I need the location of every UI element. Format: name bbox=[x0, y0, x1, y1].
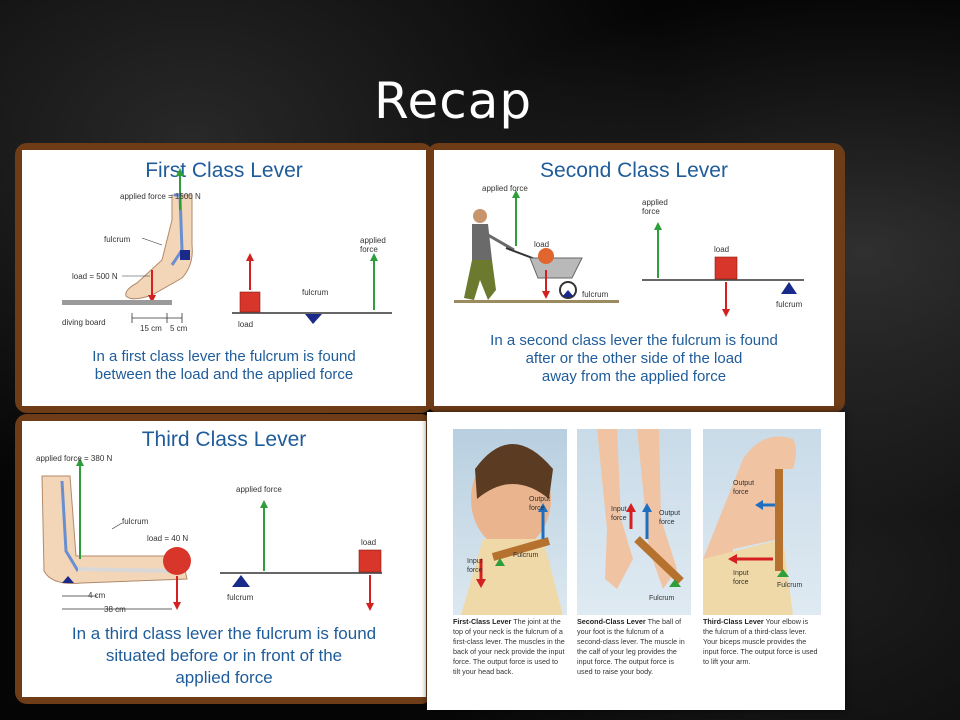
label-dist-4: 4 cm bbox=[88, 591, 106, 600]
caption-second-class-body: Second-Class Lever The ball of your foot… bbox=[577, 617, 689, 677]
p3-output-label: Output force bbox=[733, 480, 755, 496]
photo-foot-lever: Input force Output force Fulcrum bbox=[577, 429, 691, 615]
p2-fulcrum-label: Fulcrum bbox=[649, 595, 675, 602]
third-class-diagram bbox=[41, 458, 382, 611]
p3-fulcrum-label: Fulcrum bbox=[777, 582, 803, 589]
foot-lever-illustration bbox=[597, 429, 684, 589]
label-load-right: load bbox=[714, 245, 730, 254]
label-load-right: load bbox=[238, 320, 254, 329]
label-fulcrum-right: fulcrum bbox=[227, 593, 254, 602]
neck-lever-illustration bbox=[461, 444, 563, 615]
first-class-diagram bbox=[62, 168, 392, 324]
first-class-title: First Class Lever bbox=[145, 159, 303, 182]
label-applied-force-right: applied force bbox=[360, 236, 386, 254]
first-class-panel: First Class Lever applied bbox=[15, 143, 433, 413]
label-diving-board: diving board bbox=[62, 318, 106, 327]
arm-lever-illustration bbox=[703, 436, 796, 615]
p3-input-label: Input force bbox=[733, 570, 749, 586]
label-applied-force-right: applied force bbox=[236, 485, 282, 494]
label-applied-force-left: applied force bbox=[482, 184, 528, 193]
caption-body: Your elbow is the fulcrum of a third-cla… bbox=[703, 617, 818, 666]
second-class-caption-3: away from the applied force bbox=[541, 368, 727, 385]
caption-first-class-body: First-Class Lever The joint at the top o… bbox=[453, 617, 565, 677]
label-applied-force-right: applied force bbox=[642, 198, 668, 216]
third-class-caption-1: In a third class lever the fulcrum is fo… bbox=[71, 624, 377, 643]
second-class-caption-2: after or the other side of the load bbox=[525, 350, 743, 367]
caption-head: Second-Class Lever bbox=[577, 617, 646, 626]
caption-head: First-Class Lever bbox=[453, 617, 512, 626]
third-class-caption-3: applied force bbox=[175, 668, 273, 687]
photo-neck-lever: Output force Input force Fulcrum bbox=[453, 429, 567, 615]
caption-body: The ball of your foot is the fulcrum of … bbox=[577, 617, 685, 676]
first-class-caption-2: between the load and the applied force bbox=[94, 366, 354, 383]
second-class-diagram bbox=[454, 190, 804, 317]
slide-title: Recap bbox=[374, 72, 533, 130]
label-load-left: load = 500 N bbox=[72, 272, 118, 281]
third-class-title: Third Class Lever bbox=[141, 428, 307, 451]
label-fulcrum-left: fulcrum bbox=[122, 517, 149, 526]
label-dist-38: 38 cm bbox=[104, 605, 126, 614]
second-class-caption-1: In a second class lever the fulcrum is f… bbox=[490, 332, 778, 349]
p1-output-label: Output force bbox=[529, 496, 551, 512]
caption-body: The joint at the top of your neck is the… bbox=[453, 617, 565, 676]
p1-input-label: Input force bbox=[467, 558, 483, 574]
caption-head: Third-Class Lever bbox=[703, 617, 764, 626]
label-fulcrum-right: fulcrum bbox=[302, 288, 329, 297]
third-class-caption-2: situated before or in front of the bbox=[105, 646, 343, 665]
label-applied-force-top: applied force = 1500 N bbox=[120, 192, 201, 201]
label-fulcrum-right: fulcrum bbox=[776, 300, 803, 309]
photo-arm-lever: Output force Input force Fulcrum bbox=[703, 429, 821, 615]
p1-fulcrum-label: Fulcrum bbox=[513, 552, 539, 559]
caption-third-class-body: Third-Class Lever Your elbow is the fulc… bbox=[703, 617, 819, 667]
label-load-left: load = 40 N bbox=[147, 534, 189, 543]
label-dist-5: 5 cm bbox=[170, 324, 188, 333]
label-dist-15: 15 cm bbox=[140, 324, 162, 333]
label-applied-force-top: applied force = 380 N bbox=[36, 454, 113, 463]
second-class-panel: Second Class Lever applie bbox=[427, 143, 845, 413]
label-fulcrum-left: fulcrum bbox=[582, 290, 609, 299]
label-load-left: load bbox=[534, 240, 550, 249]
p2-input-label: Input force bbox=[611, 506, 627, 522]
body-levers-photo-panel: Output force Input force Fulcrum Input f… bbox=[427, 412, 845, 710]
p2-output-label: Output force bbox=[659, 510, 681, 526]
label-fulcrum-left: fulcrum bbox=[104, 235, 131, 244]
second-class-title: Second Class Lever bbox=[540, 159, 728, 182]
first-class-caption-1: In a first class lever the fulcrum is fo… bbox=[92, 348, 356, 365]
third-class-panel: Third Class Lever applied force = 380 N bbox=[15, 414, 433, 704]
label-load-right: load bbox=[361, 538, 377, 547]
